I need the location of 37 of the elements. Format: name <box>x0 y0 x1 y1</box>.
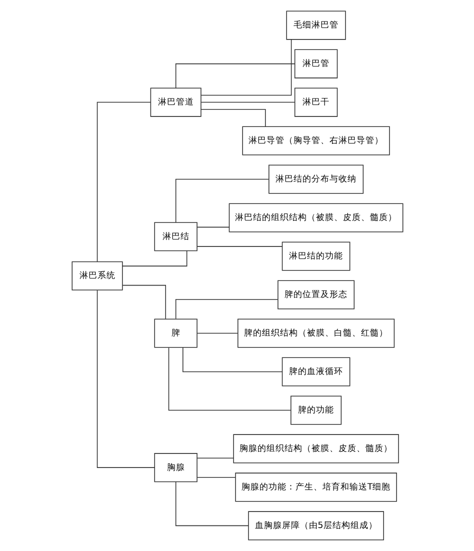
node-box: 淋巴系统 <box>71 261 122 290</box>
node-box: 脾的功能 <box>290 396 342 425</box>
connector <box>196 458 234 459</box>
connector <box>174 482 248 526</box>
node-box: 淋巴管道 <box>150 88 201 117</box>
node-box: 淋巴干 <box>294 88 338 117</box>
node-box: 淋巴结 <box>154 222 197 252</box>
connector <box>174 63 295 88</box>
connector <box>196 246 282 247</box>
node-box: 胸腺 <box>154 453 197 482</box>
connector <box>196 477 236 478</box>
node-box: 脾 <box>154 318 197 348</box>
node-box: 脾的组织结构（被膜、白髓、红髓） <box>237 318 394 348</box>
node-box: 淋巴管 <box>294 49 338 78</box>
node-box: 淋巴结的功能 <box>281 242 350 271</box>
node-box: 血胸腺屏障（由5层结构组成） <box>248 511 384 540</box>
connector <box>182 347 282 372</box>
connector <box>122 284 166 320</box>
connector <box>96 290 154 468</box>
connector <box>196 332 238 334</box>
node-box: 淋巴结的组织结构（被膜、皮质、髓质） <box>228 203 403 232</box>
connector <box>200 102 295 103</box>
node-box: 淋巴结的分布与收纳 <box>268 164 364 194</box>
node-box: 脾的血液循环 <box>281 357 350 386</box>
connector <box>200 39 292 96</box>
connector <box>174 299 278 320</box>
node-box: 胸腺的功能：产生、培育和输送T细胞 <box>234 472 396 502</box>
connector <box>174 178 268 223</box>
node-box: 毛细淋巴管 <box>286 10 346 40</box>
connector <box>196 226 230 228</box>
node-box: 淋巴导管（胸导管、右淋巴导管） <box>242 126 390 156</box>
node-box: 胸腺的组织结构（被膜、皮质、髓质） <box>232 434 398 464</box>
connector <box>96 102 150 262</box>
node-box: 脾的位置及形态 <box>277 280 354 310</box>
connector <box>122 250 187 266</box>
connector <box>200 108 266 127</box>
connector <box>168 347 291 411</box>
